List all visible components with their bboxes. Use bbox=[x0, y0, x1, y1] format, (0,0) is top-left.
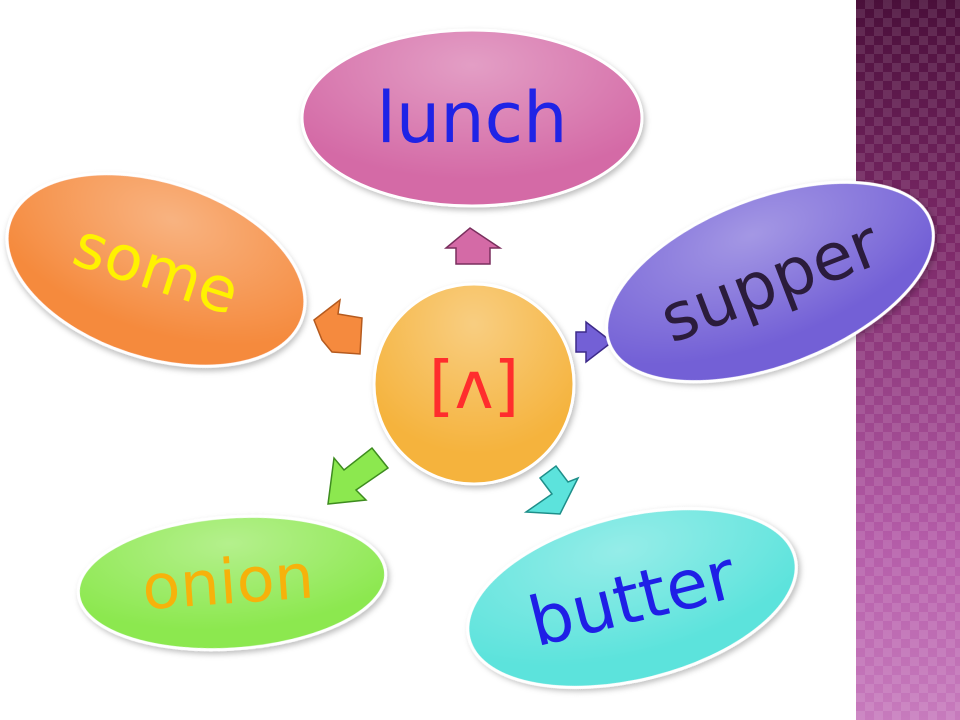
arrow-to-supper bbox=[575, 320, 614, 364]
node-butter: butter bbox=[466, 507, 798, 689]
arrow-right-supper bbox=[575, 320, 614, 364]
arrow-to-some bbox=[313, 298, 363, 355]
decorative-side-pattern bbox=[856, 0, 960, 720]
arrow-to-onion bbox=[327, 446, 390, 505]
arrow-to-lunch bbox=[443, 227, 503, 265]
node-onion-label: onion bbox=[140, 539, 316, 624]
node-onion: onion bbox=[76, 514, 388, 652]
arrow-upleft-some bbox=[313, 298, 363, 355]
center-node-label: [ʌ] bbox=[429, 347, 520, 424]
node-some: some bbox=[5, 172, 307, 368]
arrow-downleft-onion bbox=[327, 446, 390, 505]
arrow-to-butter bbox=[523, 464, 580, 515]
arrow-up-lunch bbox=[443, 227, 503, 265]
node-lunch-label: lunch bbox=[376, 77, 567, 159]
arrow-downright-butter bbox=[523, 464, 580, 515]
center-node: [ʌ] bbox=[372, 282, 576, 486]
node-lunch: lunch bbox=[300, 28, 644, 208]
node-supper: supper bbox=[605, 180, 935, 384]
